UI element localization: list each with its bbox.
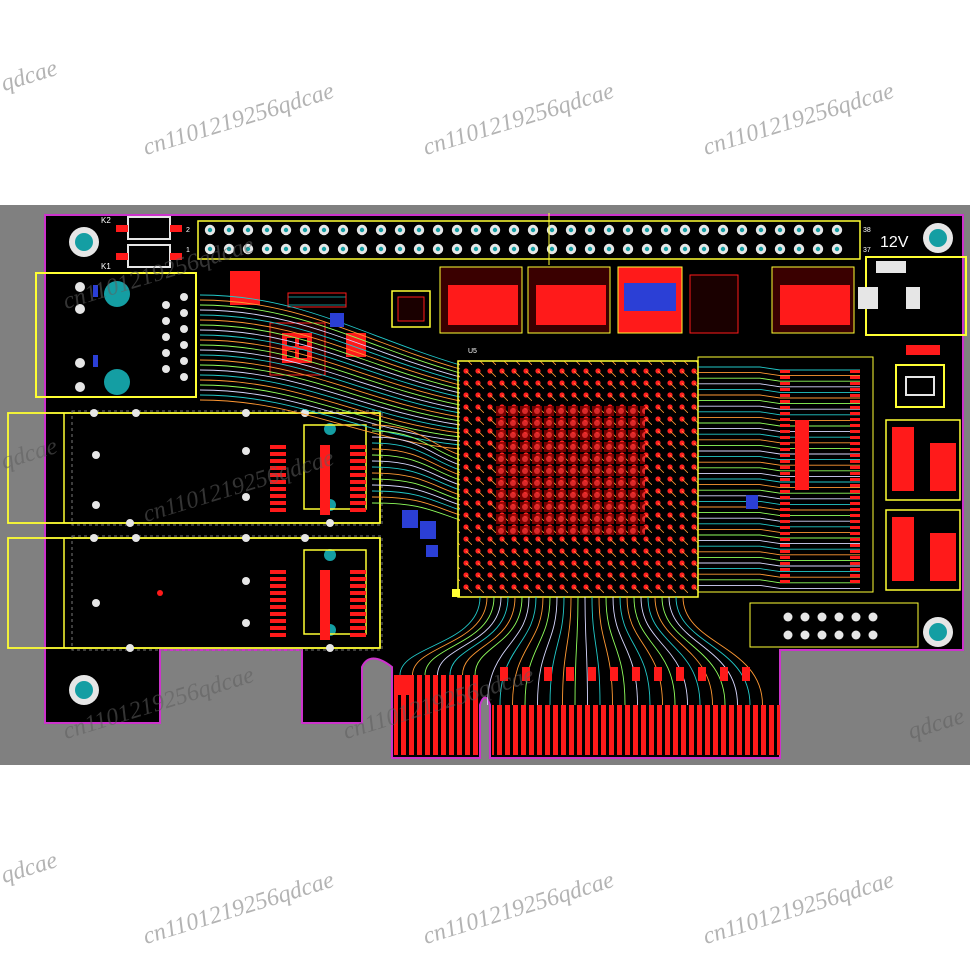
watermark-top-3: cn1101219256qdcae — [700, 78, 898, 161]
pin-label-37: 37 — [863, 247, 871, 254]
watermark-bottom-1: cn1101219256qdcae — [140, 867, 338, 950]
watermark-bottom-3: cn1101219256qdcae — [700, 867, 898, 950]
k2-label: K2 — [101, 216, 111, 225]
bottom-layer-vias — [330, 313, 758, 557]
power-connector-12v — [858, 256, 967, 336]
pin-label-1: 1 — [186, 247, 190, 254]
power-label-12v: 12V — [880, 234, 909, 251]
pcb-canvas: K2 K1 2 1 38 37 — [0, 205, 970, 765]
watermark-partial-bottom: qdcae — [0, 847, 61, 889]
sfp-pads — [270, 445, 366, 640]
pcb-board: K2 K1 2 1 38 37 — [7, 213, 967, 759]
u5-label: U5 — [468, 348, 477, 355]
pcie-edge-connector — [394, 675, 780, 755]
pin-header-outline — [197, 220, 861, 260]
watermark-partial-top: qdcae — [0, 55, 61, 97]
pin-label-2: 2 — [186, 227, 190, 234]
fpga-bga — [452, 360, 699, 598]
watermark-top-2: cn1101219256qdcae — [420, 78, 618, 161]
jumpers — [116, 216, 182, 268]
pin-label-38: 38 — [863, 227, 871, 234]
bottom-header — [749, 602, 919, 648]
pcie-traces — [399, 596, 763, 706]
rj45-connector — [35, 272, 197, 398]
k1-label: K1 — [101, 262, 111, 271]
watermark-top-1: cn1101219256qdcae — [140, 78, 338, 161]
sfp-cage-bottom — [7, 534, 383, 652]
watermark-bottom-2: cn1101219256qdcae — [420, 867, 618, 950]
right-power-modules — [885, 345, 961, 591]
mounting-holes — [69, 223, 953, 705]
memory-pads — [780, 370, 860, 583]
regulator-block — [391, 266, 855, 334]
pin-header — [204, 224, 843, 255]
signal-traces-right — [698, 366, 860, 589]
